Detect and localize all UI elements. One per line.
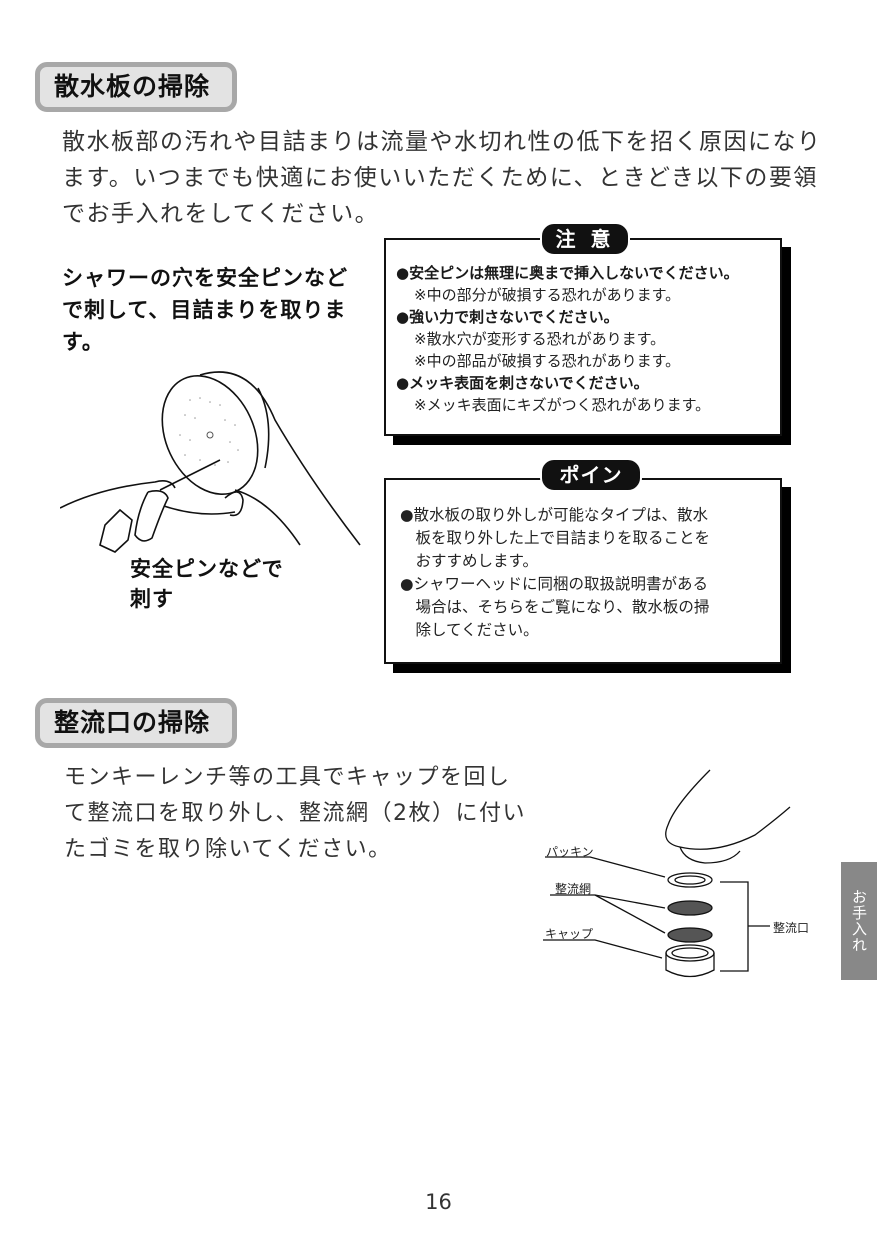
caution-label-badge: 注 意 bbox=[540, 222, 630, 256]
caution-note: ※中の部品が破損する恐れがあります。 bbox=[414, 352, 681, 370]
caution-content: ●安全ピンは無理に奥まで挿入しないでください。 ※中の部分が破損する恐れがありま… bbox=[386, 240, 780, 416]
point-line: 除してください。 bbox=[400, 621, 539, 639]
label-mesh: 整流網 bbox=[555, 882, 592, 896]
section-title-showerhead: 散水板の掃除 bbox=[35, 62, 238, 112]
label-cap: キャップ bbox=[545, 927, 594, 941]
caption-line: 安全ピンなどで bbox=[130, 557, 284, 581]
point-line: おすすめします。 bbox=[400, 552, 538, 570]
intro-paragraph: 散水板部の汚れや目詰まりは流量や水切れ性の低下を招く原因になり ます。いつまでも… bbox=[62, 124, 852, 232]
caution-box: ●安全ピンは無理に奥まで挿入しないでください。 ※中の部分が破損する恐れがありま… bbox=[384, 238, 782, 436]
intro-line: でお手入れをしてください。 bbox=[62, 201, 380, 227]
caution-item: ●強い力で刺さないでください。 bbox=[396, 308, 619, 326]
label-aerator: 整流口 bbox=[773, 921, 810, 935]
instruction-line: たゴミを取り除いてください。 bbox=[64, 837, 392, 862]
aerator-instructions: モンキーレンチ等の工具でキャップを回し て整流口を取り外し、整流網（2枚）に付い… bbox=[64, 760, 534, 868]
aerator-exploded-diagram bbox=[543, 769, 791, 978]
instruction-line: モンキーレンチ等の工具でキャップを回し bbox=[64, 765, 511, 790]
caution-note: ※散水穴が変形する恐れがあります。 bbox=[414, 330, 666, 348]
point-content: ●散水板の取り外しが可能なタイプは、散水 板を取り外した上で目詰まりを取ることを… bbox=[386, 480, 780, 642]
point-box: ●散水板の取り外しが可能なタイプは、散水 板を取り外した上で目詰まりを取ることを… bbox=[384, 478, 782, 664]
point-line: ●散水板の取り外しが可能なタイプは、散水 bbox=[400, 506, 709, 524]
side-tab-maintenance: お手入れ bbox=[841, 862, 877, 980]
lead-instruction: シャワーの穴を安全ピンなど で刺して、目詰まりを取りま す。 bbox=[62, 262, 382, 358]
lead-line: で刺して、目詰まりを取りま bbox=[62, 298, 347, 322]
caution-item: ●メッキ表面を刺さないでください。 bbox=[396, 374, 649, 392]
intro-line: 散水板部の汚れや目詰まりは流量や水切れ性の低下を招く原因になり bbox=[62, 129, 822, 155]
point-line: 板を取り外した上で目詰まりを取ることを bbox=[400, 529, 711, 547]
page-number: 16 bbox=[425, 1190, 452, 1214]
label-packing: パッキン bbox=[546, 845, 594, 859]
point-line: 場合は、そちらをご覧になり、散水板の掃 bbox=[400, 598, 710, 616]
caution-note: ※中の部分が破損する恐れがあります。 bbox=[414, 286, 681, 304]
caution-note: ※メッキ表面にキズがつく恐れがあります。 bbox=[414, 396, 711, 414]
caution-item: ●安全ピンは無理に奥まで挿入しないでください。 bbox=[396, 264, 739, 282]
shower-head-pin-illustration bbox=[60, 371, 361, 553]
instruction-line: て整流口を取り外し、整流網（2枚）に付い bbox=[64, 801, 526, 826]
intro-line: ます。いつまでも快適にお使いいただくために、ときどき以下の要領 bbox=[62, 165, 818, 191]
lead-line: シャワーの穴を安全ピンなど bbox=[62, 266, 348, 290]
point-line: ●シャワーヘッドに同梱の取扱説明書がある bbox=[400, 575, 709, 593]
section-title-aerator: 整流口の掃除 bbox=[35, 698, 238, 748]
lead-line: す。 bbox=[62, 330, 104, 354]
caption-line: 刺す bbox=[130, 587, 174, 611]
illustration-caption: 安全ピンなどで 刺す bbox=[130, 554, 284, 614]
point-label-badge: ポイント bbox=[540, 458, 642, 517]
